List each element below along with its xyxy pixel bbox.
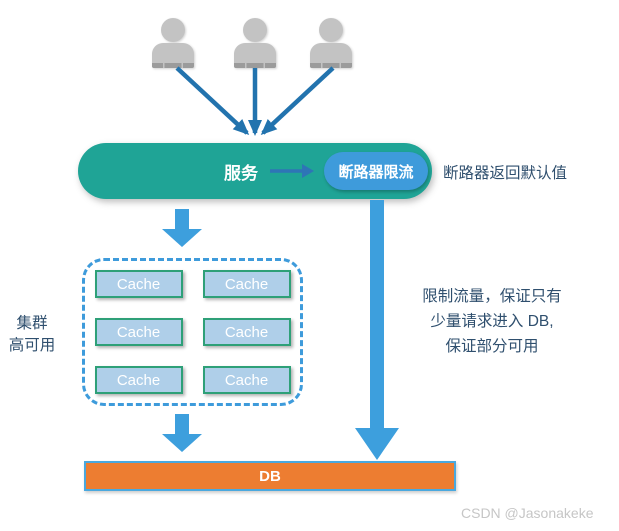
user-icon xyxy=(151,18,195,68)
watermark: CSDN @Jasonakeke xyxy=(461,505,594,521)
cluster-note: 集群 高可用 xyxy=(0,313,64,357)
cache-node-label: Cache xyxy=(224,323,269,341)
cache-node: Cache xyxy=(94,270,183,298)
breaker-pill-label: 断路器限流 xyxy=(338,163,414,181)
service-label: 服务 xyxy=(224,163,258,183)
cluster-note-line2: 高可用 xyxy=(8,337,56,354)
cache-node: Cache xyxy=(94,318,183,346)
user-torso xyxy=(152,43,194,68)
cache-node-label: Cache xyxy=(116,323,161,341)
flow-note-line1: 限制流量，保证只有 xyxy=(422,288,562,305)
user-head xyxy=(243,18,267,42)
arrow-down-icon xyxy=(355,200,399,460)
db-bar: DB xyxy=(84,461,456,491)
arrow-down-icon xyxy=(162,414,202,452)
cluster-note-line1: 集群 xyxy=(16,315,48,332)
db-label: DB xyxy=(259,467,281,485)
arrow-down-icon xyxy=(162,209,202,247)
fan-in-arrows-icon xyxy=(175,66,335,136)
user-icon xyxy=(233,18,277,68)
cache-node: Cache xyxy=(202,318,291,346)
user-head xyxy=(161,18,185,42)
user-icon xyxy=(309,18,353,68)
cache-node: Cache xyxy=(202,270,291,298)
cache-node-label: Cache xyxy=(116,371,161,389)
breaker-note: 断路器返回默认值 xyxy=(443,165,568,182)
flow-note-line3: 保证部分可用 xyxy=(445,338,539,355)
cache-node: Cache xyxy=(202,366,291,394)
cache-node: Cache xyxy=(94,366,183,394)
user-torso xyxy=(310,43,352,68)
service-bar: 服务 断路器限流 xyxy=(78,143,432,199)
user-head xyxy=(319,18,343,42)
cache-node-label: Cache xyxy=(116,275,161,293)
cache-node-label: Cache xyxy=(224,371,269,389)
cache-node-label: Cache xyxy=(224,275,269,293)
cluster-dashed-box: Cache Cache Cache Cache Cache Cache xyxy=(82,258,303,406)
breaker-pill: 断路器限流 xyxy=(324,152,428,190)
user-torso xyxy=(234,43,276,68)
arrow-right-icon xyxy=(270,164,314,178)
flow-note: 限制流量，保证只有 少量请求进入 DB, 保证部分可用 xyxy=(398,284,586,359)
flow-note-line2: 少量请求进入 DB, xyxy=(430,313,554,330)
